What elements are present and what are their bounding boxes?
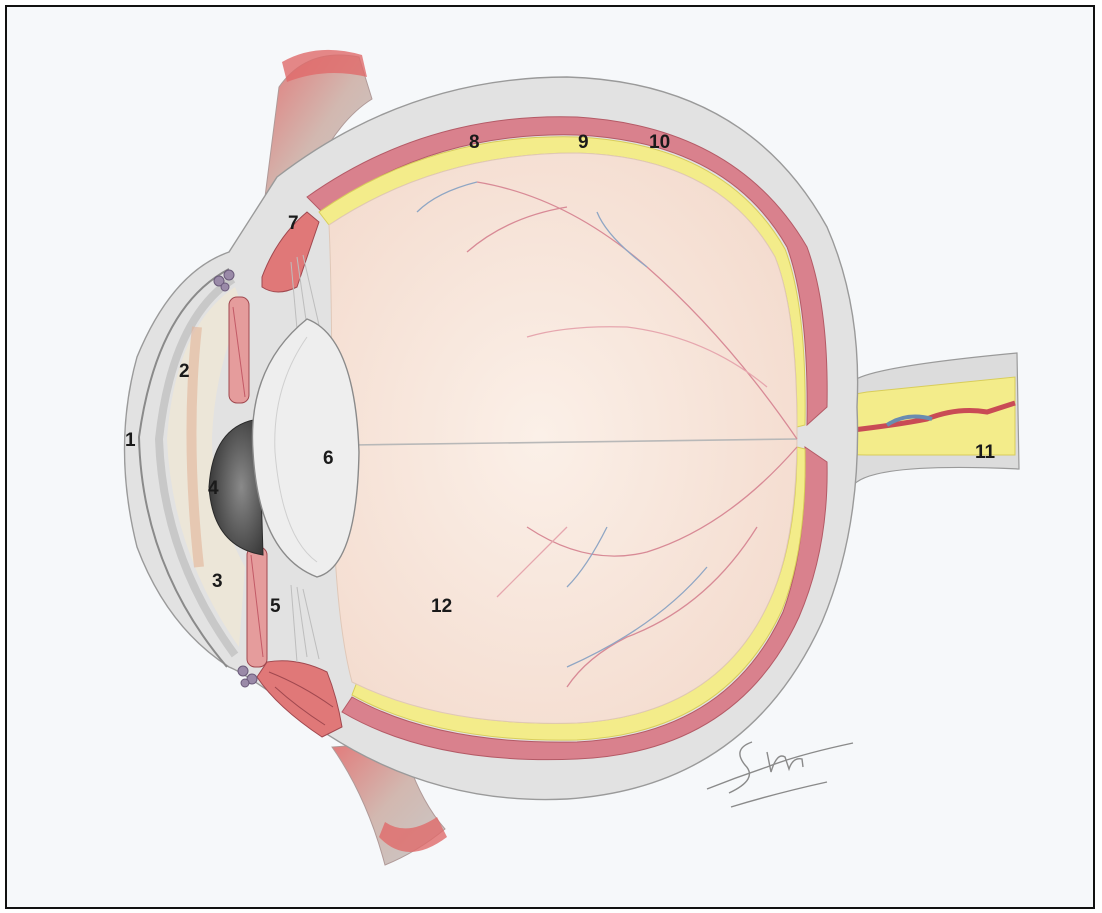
label-2: 2 (179, 362, 190, 381)
label-9: 9 (578, 133, 589, 152)
label-12: 12 (431, 597, 452, 616)
label-7: 7 (288, 214, 299, 233)
label-6: 6 (323, 449, 334, 468)
iris-upper (229, 297, 249, 403)
label-5: 5 (270, 597, 281, 616)
artist-signature (707, 742, 853, 807)
label-10: 10 (649, 133, 670, 152)
label-3: 3 (212, 572, 223, 591)
label-8: 8 (469, 133, 480, 152)
label-11: 11 (975, 443, 995, 462)
vitreous-body (329, 153, 797, 723)
label-4: 4 (208, 479, 219, 498)
diagram-frame: 1 2 3 4 5 6 7 8 9 10 11 12 (5, 5, 1095, 909)
iris-lower (247, 547, 267, 667)
label-1: 1 (125, 431, 136, 450)
eye-cross-section-drawing (7, 7, 1095, 909)
